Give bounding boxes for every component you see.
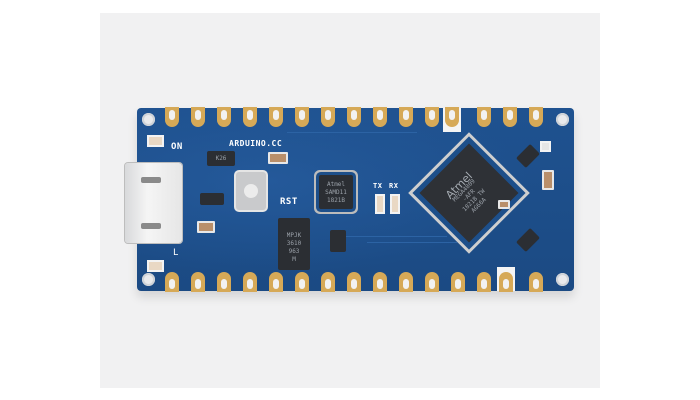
pin-pad bbox=[451, 272, 465, 292]
usb-bridge-marking-3: 1821B bbox=[326, 197, 346, 204]
mounting-hole-bottom-left bbox=[142, 273, 155, 286]
usb-bridge-chip: Atmel SAMD11 1821B bbox=[319, 175, 353, 209]
transistor-array bbox=[515, 143, 541, 169]
pin-pad bbox=[399, 272, 413, 292]
pin-pad bbox=[347, 272, 361, 292]
arduino-nano-board: ON L ARDUINO.CC K26 RST MPJK 3610 963 M … bbox=[125, 107, 574, 292]
reset-button[interactable] bbox=[236, 172, 266, 210]
pcb-trace bbox=[367, 242, 457, 263]
rx-led bbox=[390, 194, 400, 214]
micro-usb-connector[interactable] bbox=[125, 163, 182, 243]
regulator-chip: MPJK 3610 963 M bbox=[278, 218, 310, 270]
small-ic bbox=[330, 230, 346, 252]
usb-slot bbox=[141, 177, 161, 183]
pin-pad bbox=[425, 272, 439, 292]
pin-pad bbox=[217, 272, 231, 292]
capacitor bbox=[542, 170, 554, 190]
pin-pad bbox=[243, 107, 257, 127]
pin-pad bbox=[269, 272, 283, 292]
pin-pad bbox=[165, 107, 179, 127]
regulator-marking-4: M bbox=[292, 256, 296, 263]
pin-pad bbox=[499, 272, 513, 292]
pcb-trace bbox=[337, 236, 447, 257]
silk-label-brand: ARDUINO.CC bbox=[229, 139, 283, 148]
pin-pad bbox=[295, 272, 309, 292]
usb-bridge-marking-2: SAMD11 bbox=[325, 189, 347, 196]
reset-button-cap bbox=[244, 184, 258, 198]
pin-pad bbox=[217, 107, 231, 127]
capacitor bbox=[197, 221, 215, 233]
tx-led bbox=[375, 194, 385, 214]
diode-marking: K26 bbox=[215, 155, 227, 162]
pin-pad bbox=[295, 107, 309, 127]
pin-pad bbox=[269, 107, 283, 127]
regulator-marking-3: 963 bbox=[288, 248, 300, 255]
pin-pad bbox=[165, 272, 179, 292]
mounting-hole-bottom-right bbox=[556, 273, 569, 286]
pin-pad bbox=[445, 107, 459, 127]
pin-pad bbox=[425, 107, 439, 127]
silk-label-rst: RST bbox=[280, 197, 298, 207]
pin-pad bbox=[477, 107, 491, 127]
capacitor bbox=[268, 152, 288, 164]
status-component bbox=[540, 141, 551, 152]
power-led bbox=[147, 135, 164, 147]
regulator-marking-1: MPJK bbox=[286, 232, 302, 239]
usb-slot bbox=[141, 223, 161, 229]
transistor-array bbox=[515, 227, 541, 253]
pin-pad bbox=[529, 107, 543, 127]
diode: K26 bbox=[207, 151, 235, 166]
transistor bbox=[200, 193, 224, 205]
silk-label-l: L bbox=[173, 248, 179, 258]
mounting-hole-top-left bbox=[142, 113, 155, 126]
pin-pad bbox=[399, 107, 413, 127]
pin-pad bbox=[321, 107, 335, 127]
silk-label-rx: RX bbox=[389, 182, 399, 190]
usb-bridge-marking-1: Atmel bbox=[326, 181, 346, 188]
builtin-led bbox=[147, 260, 164, 272]
pin-pad bbox=[529, 272, 543, 292]
pin-pad bbox=[373, 107, 387, 127]
pin-pad bbox=[191, 272, 205, 292]
pin-pad bbox=[191, 107, 205, 127]
capacitor bbox=[498, 200, 510, 209]
pin-pad bbox=[503, 107, 517, 127]
pin-pad bbox=[477, 272, 491, 292]
silk-label-on: ON bbox=[171, 142, 183, 152]
pin-pad bbox=[347, 107, 361, 127]
pin-pad bbox=[373, 272, 387, 292]
pin-pad bbox=[321, 272, 335, 292]
mounting-hole-top-right bbox=[556, 113, 569, 126]
silk-label-tx: TX bbox=[373, 182, 383, 190]
regulator-marking-2: 3610 bbox=[286, 240, 302, 247]
pin-pad bbox=[243, 272, 257, 292]
pcb-trace bbox=[287, 132, 417, 143]
